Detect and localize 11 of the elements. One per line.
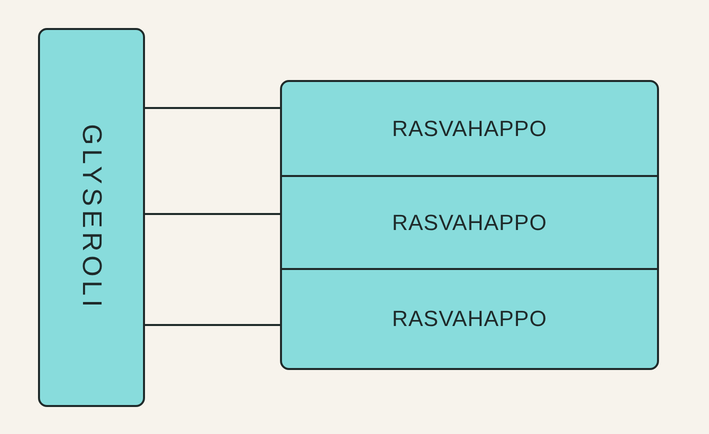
glycerol-box — [38, 28, 145, 407]
fatty-acid-box — [280, 268, 659, 370]
connector-line — [145, 107, 280, 109]
node-label: RASVAHAPPO — [392, 116, 547, 142]
connector-line — [145, 213, 280, 215]
node-label: RASVAHAPPO — [392, 306, 547, 332]
fatty-acid-box — [280, 80, 659, 177]
node-label: RASVAHAPPO — [392, 210, 547, 236]
node-label: GLYSEROLI — [76, 124, 107, 312]
fatty-acid-box — [280, 175, 659, 270]
connector-line — [145, 324, 280, 326]
